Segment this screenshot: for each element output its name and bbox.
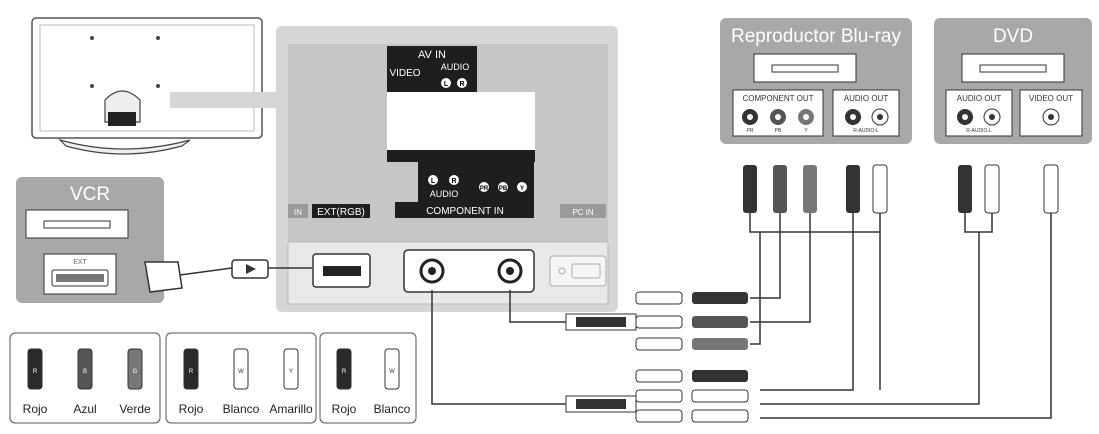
audio-label-top: AUDIO xyxy=(441,62,470,72)
bluray-audio-out: AUDIO OUT xyxy=(844,94,889,103)
legend-color-label: Rojo xyxy=(179,402,204,416)
ext-rgb-label: EXT(RGB) xyxy=(317,207,365,218)
legend-color-label: Verde xyxy=(119,402,151,416)
legend-plug xyxy=(183,348,199,390)
bluray-title: Reproductor Blu-ray xyxy=(731,26,902,47)
bluray-player: Reproductor Blu-ray COMPONENT OUT PR PB … xyxy=(720,18,912,144)
device-plugs xyxy=(743,164,1059,214)
tv-rear-panel: AV IN VIDEO AUDIO L R L R AUDIO PR PB Y … xyxy=(276,26,618,312)
legend-plug-mark: W xyxy=(389,369,395,375)
legend-plug xyxy=(336,348,352,390)
legend-color-label: Rojo xyxy=(332,402,357,416)
dvd-audio-jacks: R-AUDIO-L xyxy=(966,128,992,134)
legend-plug xyxy=(77,348,93,390)
cables xyxy=(179,212,1052,419)
legend-plug xyxy=(27,348,43,390)
legend-plug-mark: Y xyxy=(289,369,293,375)
legend-color-label: Rojo xyxy=(23,402,48,416)
vcr-player: VCR EXT xyxy=(16,177,164,303)
bluray-jack-pb: PB xyxy=(775,128,782,134)
legend-plug-mark: G xyxy=(133,369,138,375)
audio-label-bottom: AUDIO xyxy=(430,189,459,199)
component-adapters xyxy=(565,291,749,423)
dvd-video-out: VIDEO OUT xyxy=(1029,94,1073,103)
legend-plug-mark: R xyxy=(342,369,347,375)
legend-color-label: Azul xyxy=(73,402,96,416)
legend-plug xyxy=(283,348,299,390)
bluray-audio-jacks: R-AUDIO-L xyxy=(853,128,879,134)
legend-plug xyxy=(127,348,143,390)
component-in-label: COMPONENT IN xyxy=(426,206,504,217)
video-label: VIDEO xyxy=(389,68,420,79)
dvd-title: DVD xyxy=(993,26,1033,47)
r-mark-top: R xyxy=(459,81,464,88)
dvd-player: DVD AUDIO OUT R-AUDIO-L VIDEO OUT xyxy=(934,18,1092,144)
bluray-jack-pr: PR xyxy=(747,128,754,134)
pr-mark: PR xyxy=(480,186,489,192)
cable-color-legend: R Rojo B Azul G Verde R Rojo W Blanco Y Amarillo R Ro… xyxy=(9,332,417,424)
legend-plug-mark: R xyxy=(33,369,38,375)
legend-plug xyxy=(233,348,249,390)
l-mark-top: L xyxy=(444,81,449,88)
bluray-component-out: COMPONENT OUT xyxy=(743,94,814,103)
scart-plugs xyxy=(144,259,269,293)
legend-color-label: Blanco xyxy=(223,402,260,416)
legend-plug-mark: W xyxy=(238,369,244,375)
y-mark: Y xyxy=(520,186,524,192)
legend-color-label: Blanco xyxy=(374,402,411,416)
legend-plug-mark: B xyxy=(83,369,87,375)
r-mark-bottom: R xyxy=(451,178,456,185)
tv-illustration xyxy=(31,17,280,155)
in-left-label: IN xyxy=(294,208,302,217)
legend-color-label: Amarillo xyxy=(269,402,313,416)
bluray-jack-y: Y xyxy=(804,128,808,134)
vcr-title: VCR xyxy=(70,184,110,205)
av-in-label: AV IN xyxy=(418,49,446,61)
l-mark-bottom: L xyxy=(431,178,436,185)
legend-plug-mark: R xyxy=(189,369,194,375)
pb-mark: PB xyxy=(499,186,508,192)
pc-in-label: PC IN xyxy=(572,208,594,217)
vcr-ext-label: EXT xyxy=(73,259,87,266)
dvd-audio-out: AUDIO OUT xyxy=(957,94,1002,103)
legend-plug xyxy=(384,348,400,390)
